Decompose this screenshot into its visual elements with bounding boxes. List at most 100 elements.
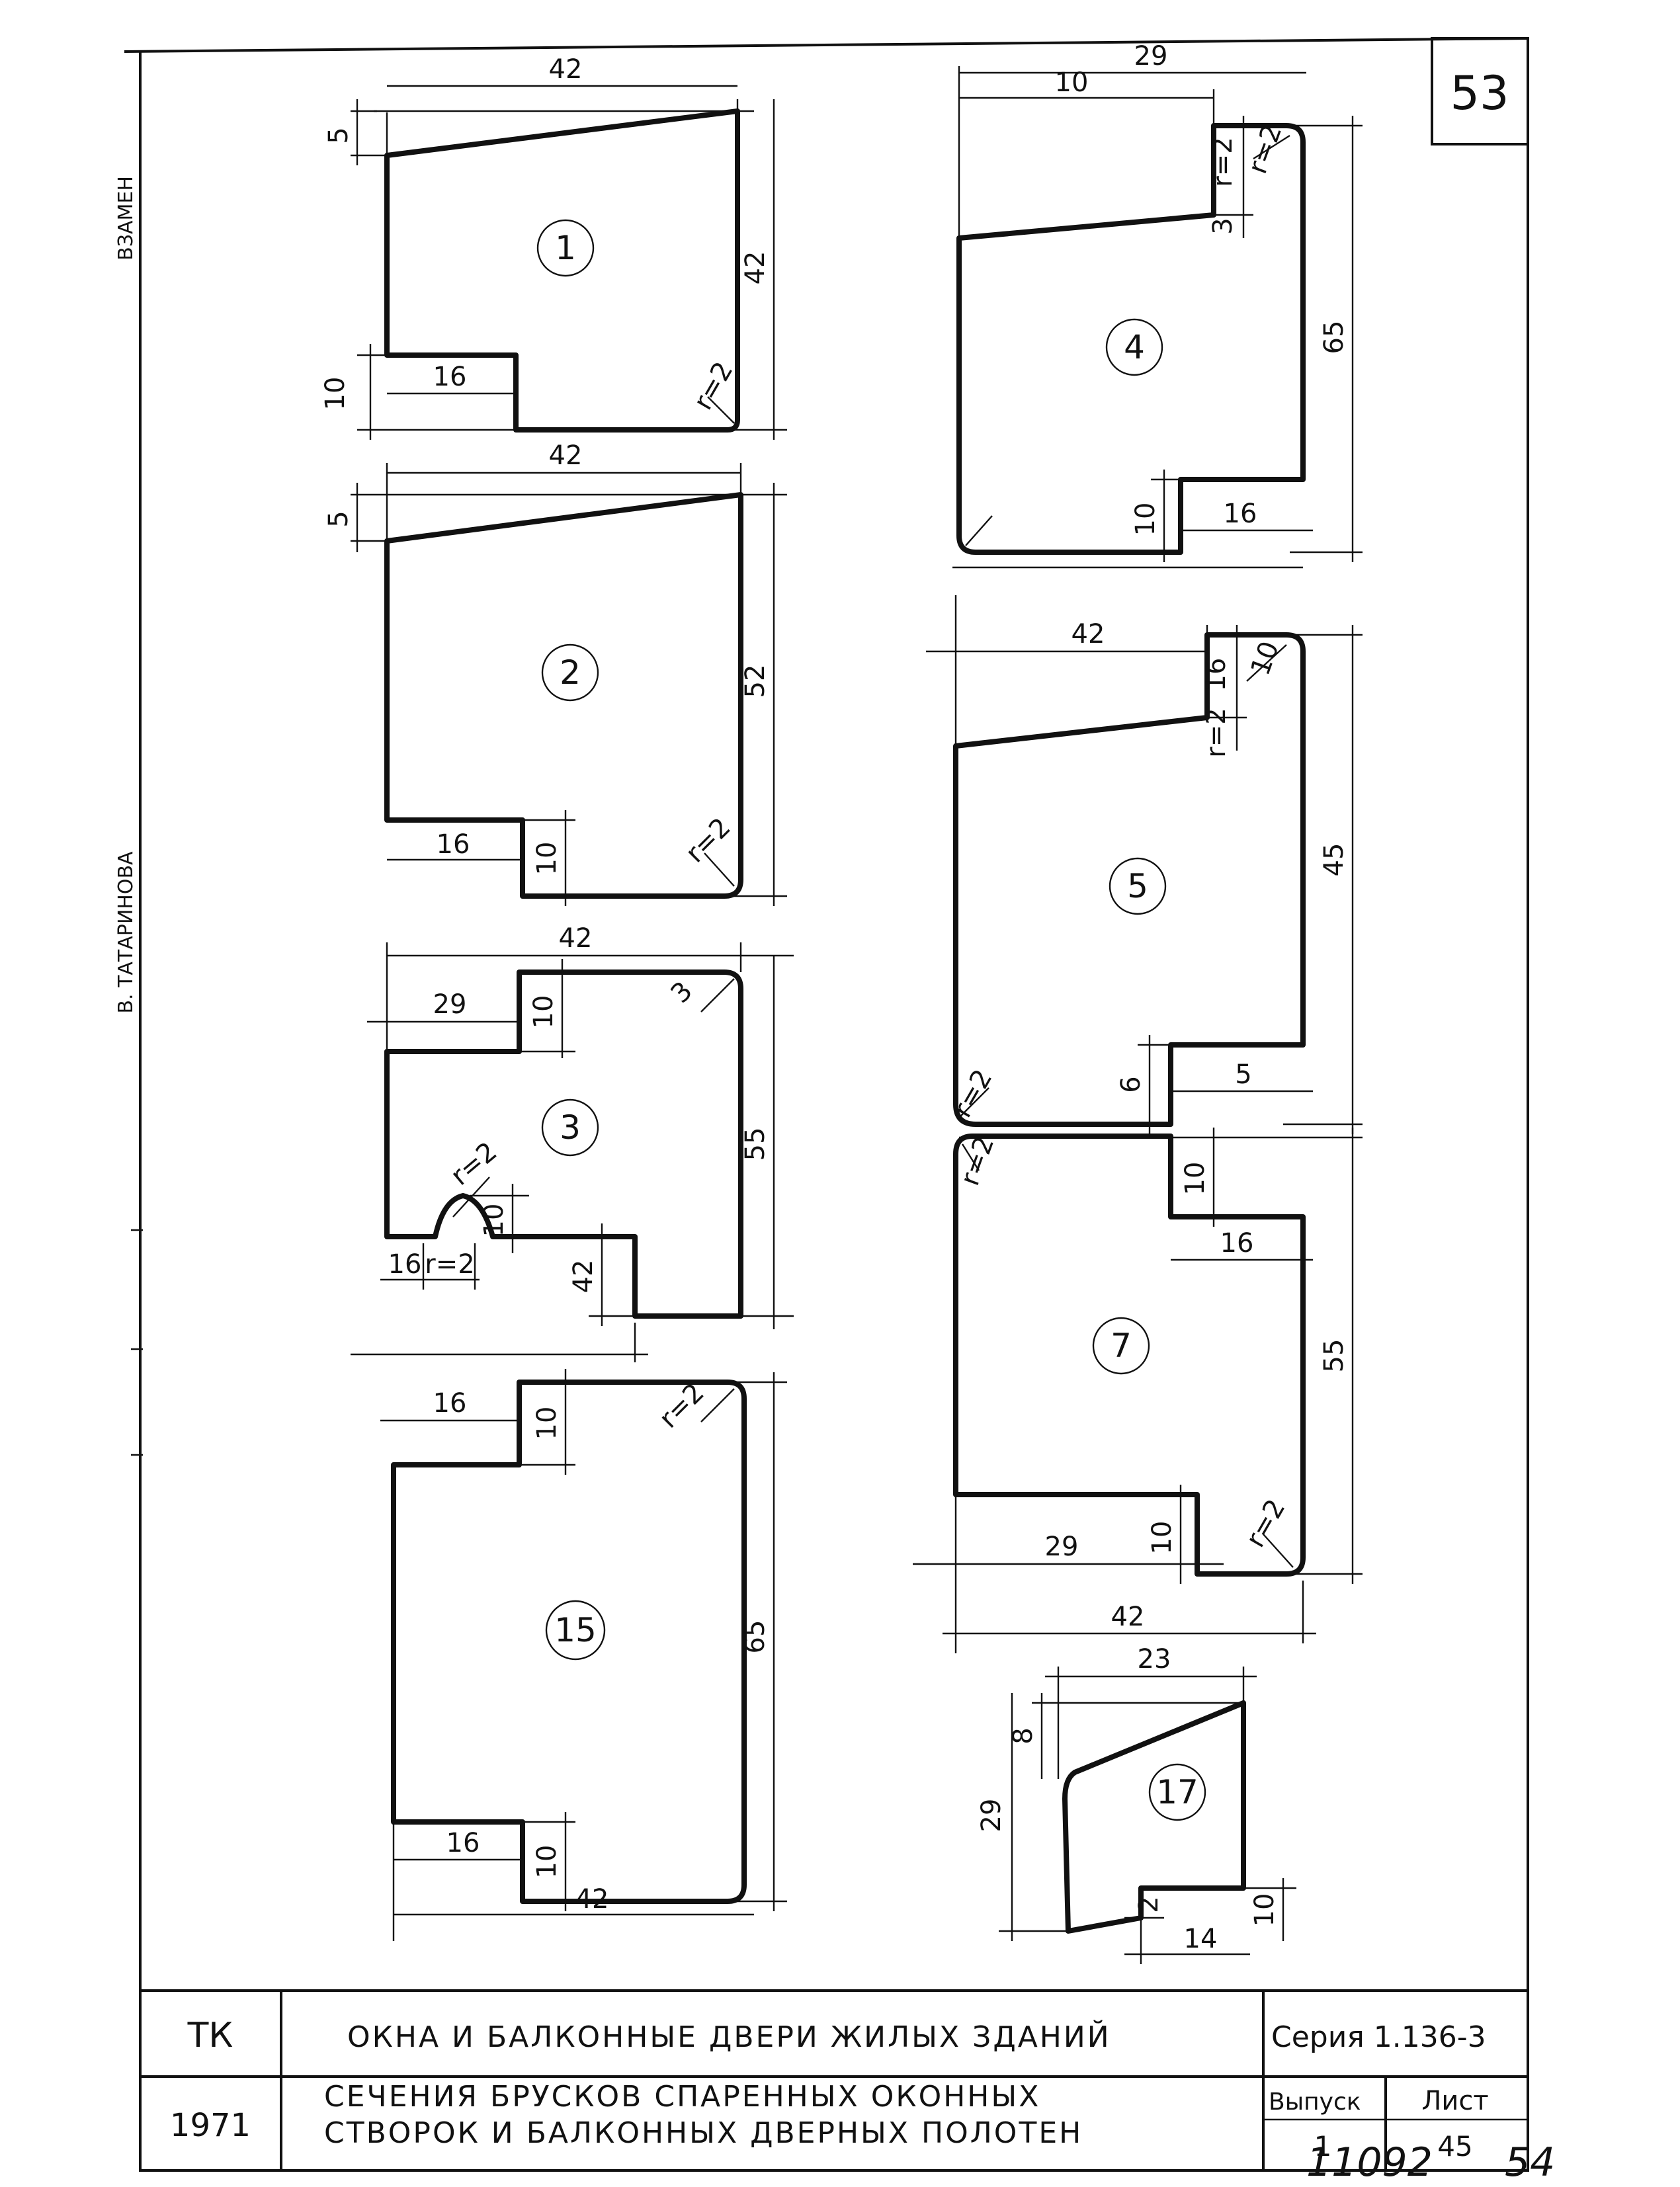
section-3-dim-width: 29 <box>1134 41 1168 71</box>
section-1-dim-slope: 5 <box>323 127 354 144</box>
section-4-dim-radius-top: 10 <box>1245 638 1285 680</box>
section-3-dim-height: 65 <box>1319 321 1349 354</box>
section-7-dim-lower-rebate: 10 <box>1147 1521 1177 1555</box>
margin-label-author: В. ТАТАРИНОВА <box>114 851 138 1014</box>
section-3-dim-rebate-lower: 10 <box>1130 503 1161 536</box>
section-17-label: 17 <box>1156 1773 1198 1811</box>
section-15-dim-height: 65 <box>740 1620 771 1654</box>
section-4-dim-top: 42 <box>1071 619 1105 649</box>
section-17-marker <box>1148 1763 1206 1821</box>
section-2-outline <box>384 492 743 899</box>
section-2-marker <box>541 643 599 702</box>
series-label: Серия 1.136-3 <box>1271 2020 1486 2054</box>
section-15: 16 10 r=2 65 16 10 42 15 <box>380 1369 787 1941</box>
section-3-dim-slope: 3 <box>1208 218 1238 234</box>
section-15-dim-rebate-width: 16 <box>433 1388 467 1419</box>
section-7-dim-width: 42 <box>1111 1602 1145 1632</box>
sheet-value: 45 <box>1437 2130 1472 2163</box>
section-15-dim-width: 42 <box>575 1884 609 1915</box>
section-4-dim-rebate-width: 5 <box>1235 1059 1251 1090</box>
section-7-label: 7 <box>1111 1327 1132 1365</box>
section-2-label: 2 <box>560 653 581 692</box>
section-7-dim-rebate-depth: 10 <box>1180 1162 1210 1196</box>
sheet-label: Лист <box>1421 2086 1488 2116</box>
corner-number-box <box>1431 37 1529 145</box>
section-17-dim-bottom: 14 <box>1184 1924 1218 1954</box>
section-5-dim-bead-width: r=2 <box>425 1249 474 1280</box>
frame-top <box>124 37 1529 53</box>
section-5: 42 29 10 3 55 r=2 10 16 r=2 42 3 <box>351 923 794 1362</box>
section-15-dim-radius: r=2 <box>653 1378 710 1434</box>
section-5-marker <box>541 1098 599 1157</box>
section-1: 42 5 42 10 16 r=2 1 <box>320 54 787 440</box>
section-4-marker <box>1109 857 1167 915</box>
section-15-dim-lower-rebate-depth: 10 <box>532 1845 562 1879</box>
section-1-dim-width: 42 <box>549 54 583 85</box>
section-2: 42 5 52 16 10 r=2 2 <box>323 440 787 906</box>
section-7-dim-radius-bottom: r=2 <box>1240 1494 1292 1552</box>
section-1-marker <box>536 219 595 277</box>
corner-number: 53 <box>1450 66 1509 120</box>
section-2-dim-slope: 5 <box>323 511 354 527</box>
year-label: 1971 <box>170 2107 251 2144</box>
drawing-title: ОКНА И БАЛКОННЫЕ ДВЕРИ ЖИЛЫХ ЗДАНИЙ <box>347 2019 1111 2054</box>
section-4-dim-rebate-lower: 6 <box>1116 1076 1146 1093</box>
section-1-outline <box>384 108 740 433</box>
section-4-label: 5 <box>1127 867 1148 905</box>
section-1-dim-rebate-width: 16 <box>433 362 467 392</box>
section-3-marker <box>1105 318 1163 376</box>
section-3-dim-top: 10 <box>1055 67 1089 98</box>
section-15-marker <box>545 1600 606 1661</box>
section-17-outline <box>1062 1700 1246 1934</box>
section-3: 29 10 r=2 3 65 r=2 10 16 4 <box>952 41 1363 569</box>
section-7-dim-lower-width: 29 <box>1045 1532 1079 1562</box>
section-7-marker <box>1092 1317 1150 1375</box>
section-15-label: 15 <box>554 1611 597 1649</box>
section-17-dim-rebate: 10 <box>1249 1893 1280 1927</box>
handwritten-page-number: 54 <box>1505 2139 1555 2186</box>
section-5-dim-bead-height: 10 <box>479 1204 509 1237</box>
section-2-dim-radius: r=2 <box>680 812 737 869</box>
org-label: ТК <box>187 2016 233 2055</box>
section-5-dim-radius-bead: r=2 <box>445 1136 503 1192</box>
section-5-dim-lower-rebate: 42 <box>568 1260 599 1294</box>
section-15-dim-rebate-depth: 10 <box>532 1407 562 1440</box>
issue-value: 1 <box>1314 2130 1332 2163</box>
section-4: 42 16 10 r=2 45 r=2 6 5 5 <box>926 595 1363 1134</box>
section-1-label: 1 <box>555 229 576 267</box>
section-4-dim-height: 45 <box>1319 843 1349 877</box>
section-3-dim-rebate-width: 16 <box>1224 499 1257 529</box>
section-2-dim-width: 42 <box>549 440 583 471</box>
drawing-subtitle-line-2: СТВОРОК И БАЛКОННЫХ ДВЕРНЫХ ПОЛОТЕН <box>324 2116 1083 2150</box>
section-3-dim-radius-top: r=2 <box>1242 120 1288 178</box>
section-5-label: 3 <box>560 1108 581 1147</box>
section-2-dim-rebate-depth: 10 <box>532 842 562 876</box>
section-4-dim-slope: r=2 <box>1201 708 1232 757</box>
section-7-dim-rebate-width: 16 <box>1220 1228 1254 1259</box>
section-5-dim-width: 42 <box>559 923 593 954</box>
title-block: ТК 1971 ОКНА И БАЛКОННЫЕ ДВЕРИ ЖИЛЫХ ЗДА… <box>139 1989 1529 2172</box>
section-17-dim-height: 29 <box>976 1799 1007 1833</box>
section-5-dim-rebate-width: 29 <box>433 989 467 1020</box>
handwritten-inventory-number: 11092 <box>1306 2139 1433 2186</box>
section-5-dim-rebate-depth: 10 <box>528 995 559 1029</box>
section-3-label: 4 <box>1124 328 1145 366</box>
section-1-dim-rebate-depth: 10 <box>320 377 351 411</box>
issue-label: Выпуск <box>1269 2088 1361 2116</box>
section-1-dim-height: 42 <box>740 251 771 285</box>
margin-label-vzamen: ВЗАМЕН <box>114 176 138 261</box>
section-5-dim-radius-top: 3 <box>665 976 699 1010</box>
section-2-dim-rebate-width: 16 <box>437 829 470 860</box>
section-15-dim-lower-rebate-width: 16 <box>446 1828 480 1858</box>
section-5-dim-offset: 16 <box>388 1249 422 1280</box>
section-4-dim-rebate-depth: 16 <box>1201 658 1232 692</box>
section-17-dim-width: 23 <box>1138 1644 1171 1674</box>
section-5-outline <box>384 970 743 1319</box>
section-7: r=2 10 16 55 29 10 r=2 42 7 <box>913 1128 1363 1653</box>
title-block-frame <box>139 1989 1529 2172</box>
drawing-subtitle-line-1: СЕЧЕНИЯ БРУСКОВ СПАРЕННЫХ ОКОННЫХ <box>324 2080 1040 2114</box>
section-3-dim-rebate-depth: r=2 <box>1208 137 1238 186</box>
section-2-dim-height: 52 <box>740 665 771 698</box>
section-1-dim-radius: r=2 <box>688 356 739 415</box>
